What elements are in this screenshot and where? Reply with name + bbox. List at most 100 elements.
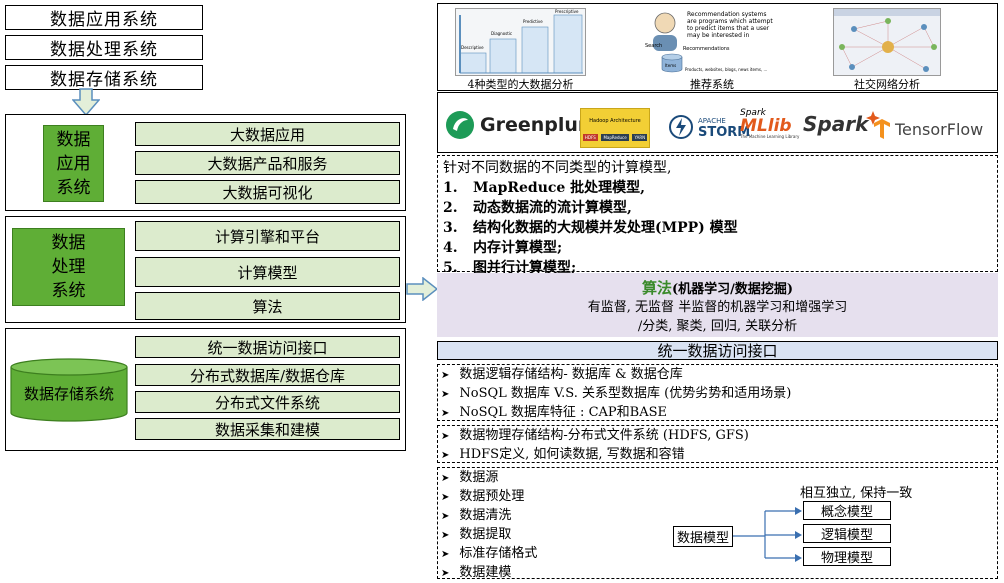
list-item: ➤NoSQL 数据库 V.S. 关系型数据库 (优势劣势和适用场景) <box>441 386 792 401</box>
bullet-arrow-icon: ➤ <box>441 389 450 400</box>
data-model-note: 相互独立, 保持一致 <box>800 486 913 501</box>
data-model-root: 数据模型 <box>673 526 733 547</box>
recommender-description: Recommendation systems are programs whic… <box>687 11 773 39</box>
storm-label: STORM <box>698 125 751 140</box>
hadoop-mapreduce-label: MapReduce <box>601 134 629 141</box>
tensorflow-logo: TensorFlow <box>873 118 983 140</box>
mllib-spark-label: Spark <box>740 108 766 118</box>
thumb-caption-analytics: 4种类型的大数据分析 <box>467 78 574 91</box>
data-model-tree-lines <box>733 507 802 562</box>
right-arrow-icon <box>406 277 438 301</box>
recommender-search-label: Search <box>645 43 663 49</box>
list-item: ➤NoSQL 数据库特征 : CAP和BASE <box>441 405 667 420</box>
proc-system-label: 数据处理系统 <box>12 228 125 306</box>
unified-access-bar: 统一数据访问接口 <box>437 341 998 360</box>
bullet-arrow-icon: ➤ <box>441 549 450 560</box>
filesystem-bullets-box <box>437 425 998 463</box>
thumb-caption-recommender: 推荐系统 <box>690 78 734 91</box>
thumb-recommender: Recommendation systems are programs whic… <box>642 8 777 76</box>
mllib-subtitle: The Machine Learning Library <box>740 134 800 139</box>
bullet-arrow-icon: ➤ <box>441 431 450 442</box>
storage-item-distributed-fs: 分布式文件系统 <box>135 391 400 413</box>
hadoop-hdfs-label: HDFS <box>582 134 598 141</box>
hadoop-title: Hadoop Architecture <box>589 118 641 124</box>
compute-model-item: 1.MapReduce 批处理模型, <box>443 180 646 196</box>
thumb-four-analytics: Descriptive Diagnostic Predictive Prescr… <box>455 8 586 76</box>
list-item: ➤数据建模 <box>441 565 512 580</box>
tensorflow-icon <box>874 119 890 139</box>
collection-modeling-box <box>437 467 998 579</box>
top-layer-app: 数据应用系统 <box>5 5 203 30</box>
top-layer-storage-label: 数据存储系统 <box>50 70 158 90</box>
list-item: ➤数据逻辑存储结构- 数据库 & 数据仓库 <box>441 367 683 382</box>
storm-apache-label: APACHE <box>698 117 726 125</box>
compute-model-item: 5.图并行计算模型; <box>443 260 577 276</box>
algorithm-line2: /分类, 聚类, 回归, 关联分析 <box>637 319 798 334</box>
top-layer-storage: 数据存储系统 <box>5 65 203 90</box>
thumb-label-descriptive: Descriptive <box>461 45 484 50</box>
bullet-arrow-icon: ➤ <box>441 408 450 419</box>
top-layer-proc-label: 数据处理系统 <box>50 40 158 60</box>
app-item-products-services: 大数据产品和服务 <box>135 151 400 175</box>
bullet-arrow-icon: ➤ <box>441 568 450 579</box>
database-bullets-box <box>437 364 998 421</box>
app-item-visualization: 大数据可视化 <box>135 180 400 204</box>
database-bullets: ➤数据逻辑存储结构- 数据库 & 数据仓库 ➤NoSQL 数据库 V.S. 关系… <box>441 366 791 423</box>
list-item: ➤数据物理存储结构-分布式文件系统 (HDFS, GFS) <box>441 428 749 443</box>
list-item: ➤标准存储格式 <box>441 546 538 561</box>
hadoop-yarn-label: YARN <box>632 134 648 141</box>
algorithm-line1: 有监督, 无监督 半监督的机器学习和增强学习 <box>587 300 848 315</box>
compute-model-item: 3.结构化数据的大规模并发处理(MPP) 模型 <box>443 220 738 236</box>
down-arrow-icon <box>72 88 100 116</box>
thumb-label-diagnostic: Diagnostic <box>491 31 513 36</box>
recommender-products-label: Products, websites, blogs, news items, .… <box>685 67 768 72</box>
storage-item-collection-modeling: 数据采集和建模 <box>135 418 400 440</box>
mllib-label: MLlib <box>740 116 792 136</box>
algorithm-heading: 算法(机器学习/数据挖掘) <box>437 277 998 298</box>
database-cylinder-icon <box>10 358 128 422</box>
top-layer-proc: 数据处理系统 <box>5 35 203 60</box>
algorithm-subtitle: (机器学习/数据挖掘) <box>671 282 794 297</box>
bullet-arrow-icon: ➤ <box>441 450 450 461</box>
app-item-big-data-apps: 大数据应用 <box>135 122 400 146</box>
storage-system-label: 数据存储系统 <box>23 384 114 403</box>
model-conceptual: 概念模型 <box>803 501 891 520</box>
storm-icon <box>669 115 693 139</box>
recommender-recs-label: Recommendations <box>683 46 730 52</box>
proc-item-models: 计算模型 <box>135 257 400 287</box>
thumb-label-predictive: Predictive <box>523 19 543 24</box>
social-graph-graphic <box>834 9 940 72</box>
proc-item-algorithms: 算法 <box>135 292 400 320</box>
algorithm-title: 算法 <box>641 279 672 297</box>
compute-models-list: 针对不同数据的不同类型的计算模型, 1.MapReduce 批处理模型, 2.动… <box>443 158 738 278</box>
user-figure-icon <box>653 12 677 51</box>
bullet-arrow-icon: ➤ <box>441 492 450 503</box>
list-item: ➤数据源 <box>441 470 499 485</box>
bullet-arrow-icon: ➤ <box>441 530 450 541</box>
proc-item-engines: 计算引擎和平台 <box>135 221 400 251</box>
collection-bullets: ➤数据源 ➤数据预处理 ➤数据清洗 ➤数据提取 ➤标准存储格式 ➤数据建模 <box>441 469 537 583</box>
list-item: ➤数据清洗 <box>441 508 512 523</box>
tensorflow-label: TensorFlow <box>895 119 984 139</box>
app-system-label: 数据应用系统 <box>43 125 104 202</box>
compute-models-title: 针对不同数据的不同类型的计算模型, <box>443 160 672 176</box>
thumb-social-network <box>833 8 941 76</box>
storage-item-unified-access: 统一数据访问接口 <box>135 336 400 358</box>
filesystem-bullets: ➤数据物理存储结构-分布式文件系统 (HDFS, GFS) ➤HDFS定义, 如… <box>441 427 749 465</box>
greenplum-label: Greenplum <box>480 114 598 136</box>
recommender-items-label: Items <box>665 63 677 68</box>
greenplum-icon <box>446 111 474 139</box>
list-item: ➤HDFS定义, 如何读数据, 写数据和容错 <box>441 447 685 462</box>
bullet-arrow-icon: ➤ <box>441 370 450 381</box>
compute-model-item: 4.内存计算模型; <box>443 240 563 256</box>
storm-logo: APACHE STORM <box>668 114 750 140</box>
algorithm-box: 算法(机器学习/数据挖掘) 有监督, 无监督 半监督的机器学习和增强学习 /分类… <box>437 273 998 337</box>
items-db-icon <box>661 53 683 73</box>
spark-star-icon <box>866 111 881 125</box>
bullet-arrow-icon: ➤ <box>441 511 450 522</box>
mllib-logo: Spark MLlib The Machine Learning Library <box>740 108 800 150</box>
bullet-arrow-icon: ➤ <box>441 473 450 484</box>
compute-models-box <box>437 155 998 272</box>
compute-model-item: 2.动态数据流的流计算模型, <box>443 200 632 216</box>
thumb-label-prescriptive: Prescriptive <box>555 9 579 14</box>
